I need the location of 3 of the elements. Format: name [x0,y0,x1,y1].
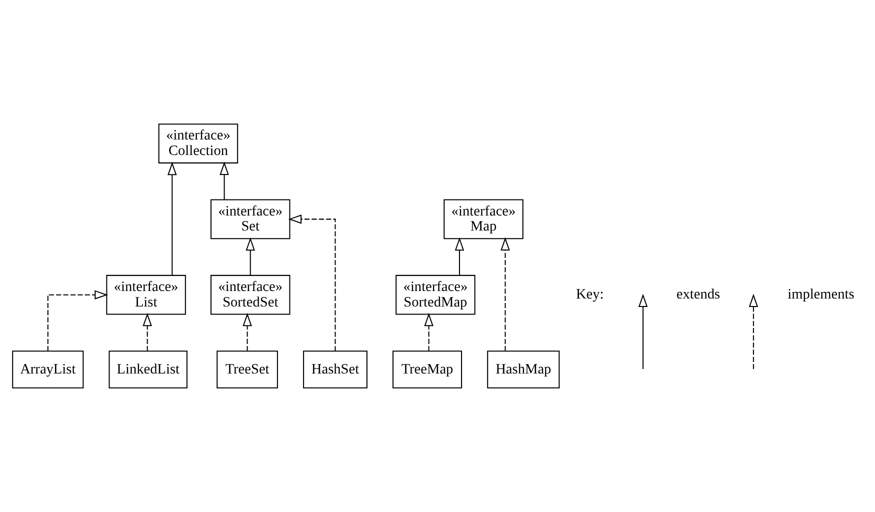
label: Key: [576,286,604,303]
legend-label: implements [788,286,854,303]
legend-label: extends [676,286,720,303]
